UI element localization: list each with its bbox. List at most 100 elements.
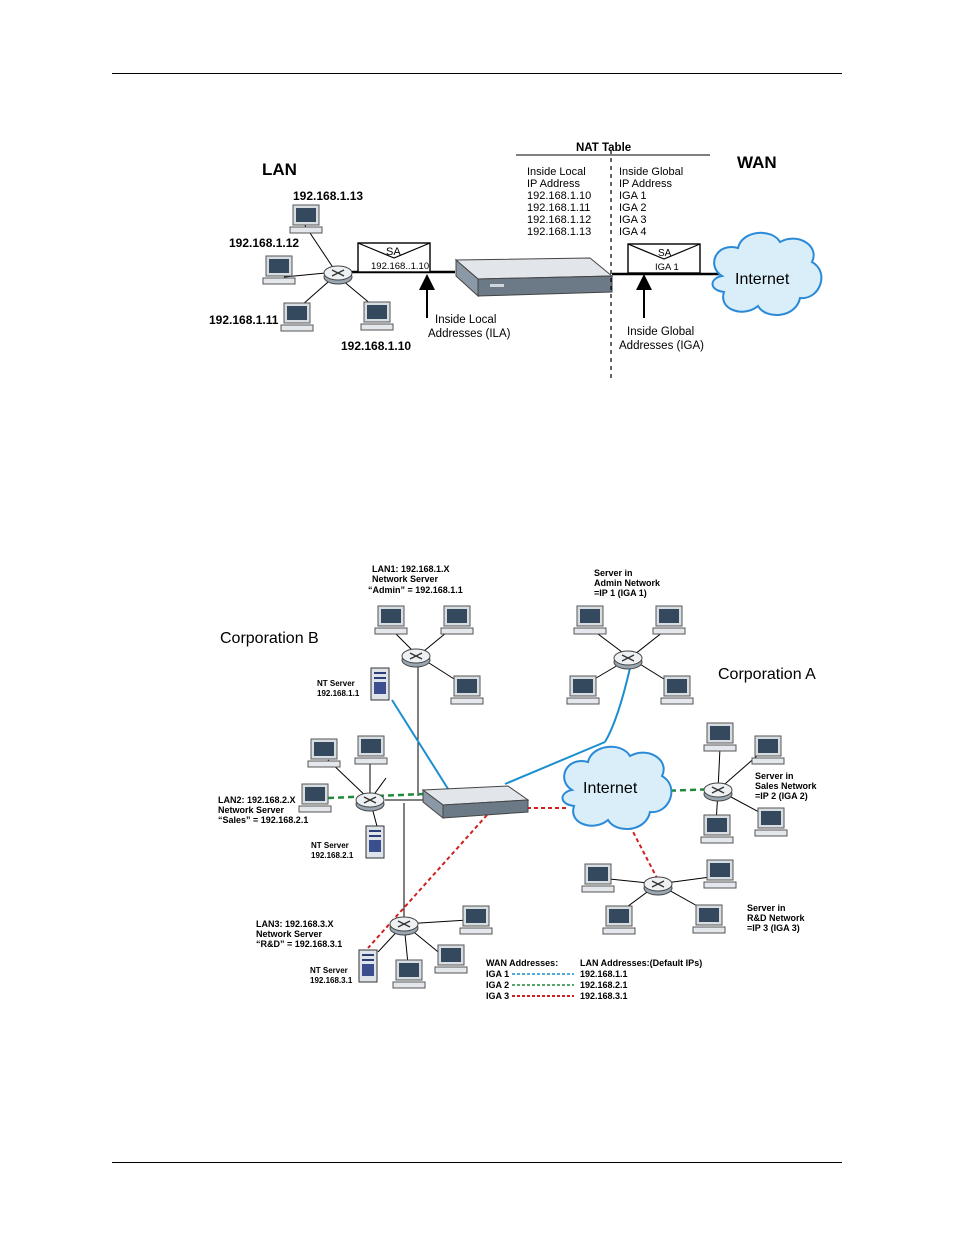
computer-icon (434, 944, 468, 974)
computer-icon (566, 675, 600, 705)
figure-multi-corporation-nat: Corporation B Corporation A LAN1: 192.16… (218, 564, 818, 1001)
computer-icon (354, 735, 388, 765)
legend-wan-header: WAN Addresses: (486, 958, 558, 968)
nat-left-header-1: Inside Local (527, 166, 586, 178)
legend-lan-header: LAN Addresses:(Default IPs) (580, 958, 702, 968)
nat-row-local: 192.168.1.11 (527, 202, 590, 214)
nat-right-header-1: Inside Global (619, 166, 683, 178)
hub-icon (389, 916, 419, 936)
footer-rule (112, 1162, 842, 1163)
lan2-cluster (298, 735, 388, 859)
computer-icon (307, 738, 341, 768)
computer-icon (289, 204, 323, 234)
lan2-label-3: “Sales” = 192.168.2.1 (218, 815, 308, 825)
internet-cloud-icon: Internet (711, 231, 823, 317)
computer-icon (262, 255, 296, 285)
nat-table: NAT Table Inside Local IP Address Inside… (516, 142, 710, 238)
legend-lan-iga3: 192.168.3.1 (580, 991, 628, 1001)
nat-row-global: IGA 1 (619, 190, 647, 202)
address-legend: WAN Addresses: LAN Addresses:(Default IP… (486, 958, 702, 1001)
srv-rd-label-2: R&D Network (747, 913, 806, 923)
rd-cluster (581, 859, 737, 935)
lan3-label-2: Network Server (256, 929, 323, 939)
computer-icon (298, 783, 332, 813)
computer-icon (450, 675, 484, 705)
computer-icon (652, 605, 686, 635)
header-rule (112, 73, 842, 74)
nt2-label-2: 192.168.2.1 (311, 851, 354, 860)
red-link-nt3 (367, 814, 488, 949)
host-ip-13: 192.168.1.13 (293, 189, 363, 203)
lan1-label-3: “Admin” = 192.168.1.1 (368, 585, 463, 595)
lan1-label-1: LAN1: 192.168.1.X (372, 564, 450, 574)
srv-rd-label-3: =IP 3 (IGA 3) (747, 923, 800, 933)
iga-label-2: Addresses (IGA) (619, 340, 704, 352)
computer-icon (703, 722, 737, 752)
blue-link-nt1 (391, 699, 451, 793)
internet-label: Internet (735, 271, 790, 288)
packet-sa-label: SA (386, 246, 401, 258)
blue-link-internet (504, 741, 606, 785)
lan3-label-3: “R&D” = 192.168.3.1 (256, 939, 342, 949)
admin-cluster (566, 605, 694, 705)
central-router (421, 785, 530, 820)
nt1-label-2: 192.168.1.1 (317, 689, 360, 698)
nt-server-icon (365, 825, 385, 859)
nt1-label-1: NT Server (317, 679, 355, 688)
srv-admin-label-2: Admin Network (594, 578, 661, 588)
computer-icon (392, 959, 426, 989)
host-ip-12: 192.168.1.12 (229, 236, 299, 250)
red-link-rd (629, 825, 659, 881)
nat-row-local: 192.168.1.12 (527, 214, 591, 226)
computer-icon (700, 814, 734, 844)
nat-row-local: 192.168.1.10 (527, 190, 591, 202)
computer-icon (751, 735, 785, 765)
srv-sales-label-1: Server in (755, 771, 794, 781)
packet-global-address: IGA 1 (655, 262, 679, 273)
srv-sales-label-3: =IP 2 (IGA 2) (755, 791, 808, 801)
router-device (454, 257, 614, 298)
computer-icon (660, 675, 694, 705)
hub-icon (613, 650, 643, 670)
lan2-label-2: Network Server (218, 805, 285, 815)
ila-label-1: Inside Local (435, 314, 496, 326)
lan1-cluster (370, 605, 484, 705)
computer-icon (703, 859, 737, 889)
computer-icon (602, 905, 636, 935)
packet-envelope-local: SA 192.168..1.10 (357, 242, 431, 273)
nat-right-header-2: IP Address (619, 178, 672, 190)
green-link-lan2 (327, 792, 425, 800)
srv-admin-label-3: =IP 1 (IGA 1) (594, 588, 647, 598)
packet-sa-label: SA (658, 248, 672, 259)
nt3-label-1: NT Server (310, 966, 348, 975)
srv-sales-label-2: Sales Network (755, 781, 818, 791)
corporation-a-label: Corporation A (718, 666, 816, 683)
nat-table-title: NAT Table (576, 142, 631, 154)
packet-envelope-global: SA IGA 1 (627, 243, 701, 274)
legend-lan-iga2: 192.168.2.1 (580, 980, 628, 990)
host-ip-11: 192.168.1.11 (209, 313, 279, 327)
computer-icon (374, 605, 408, 635)
lan-label: LAN (262, 160, 297, 179)
packet-source-address: 192.168..1.10 (371, 261, 429, 272)
nat-row-local: 192.168.1.13 (527, 226, 591, 238)
lan2-label-1: LAN2: 192.168.2.X (218, 795, 296, 805)
hub-icon (703, 782, 733, 802)
nat-row-global: IGA 2 (619, 202, 647, 214)
nt2-label-1: NT Server (311, 841, 349, 850)
legend-wan-iga2: IGA 2 (486, 980, 509, 990)
lan3-label-1: LAN3: 192.168.3.X (256, 919, 334, 929)
srv-rd-label-1: Server in (747, 903, 786, 913)
iga-label-1: Inside Global (627, 326, 694, 338)
hub-icon (643, 876, 673, 896)
ila-label-2: Addresses (ILA) (428, 328, 511, 340)
wan-label: WAN (737, 153, 777, 172)
figure-nat-table: LAN WAN 192.168.1.13 192.168.1.12 192.16… (207, 142, 823, 378)
blue-link-admin (604, 667, 631, 743)
nt3-label-2: 192.168.3.1 (310, 976, 353, 985)
corporation-b-label: Corporation B (220, 630, 319, 647)
computer-icon (280, 302, 314, 332)
sales-cluster (700, 722, 788, 844)
nt-server-icon (370, 667, 390, 701)
